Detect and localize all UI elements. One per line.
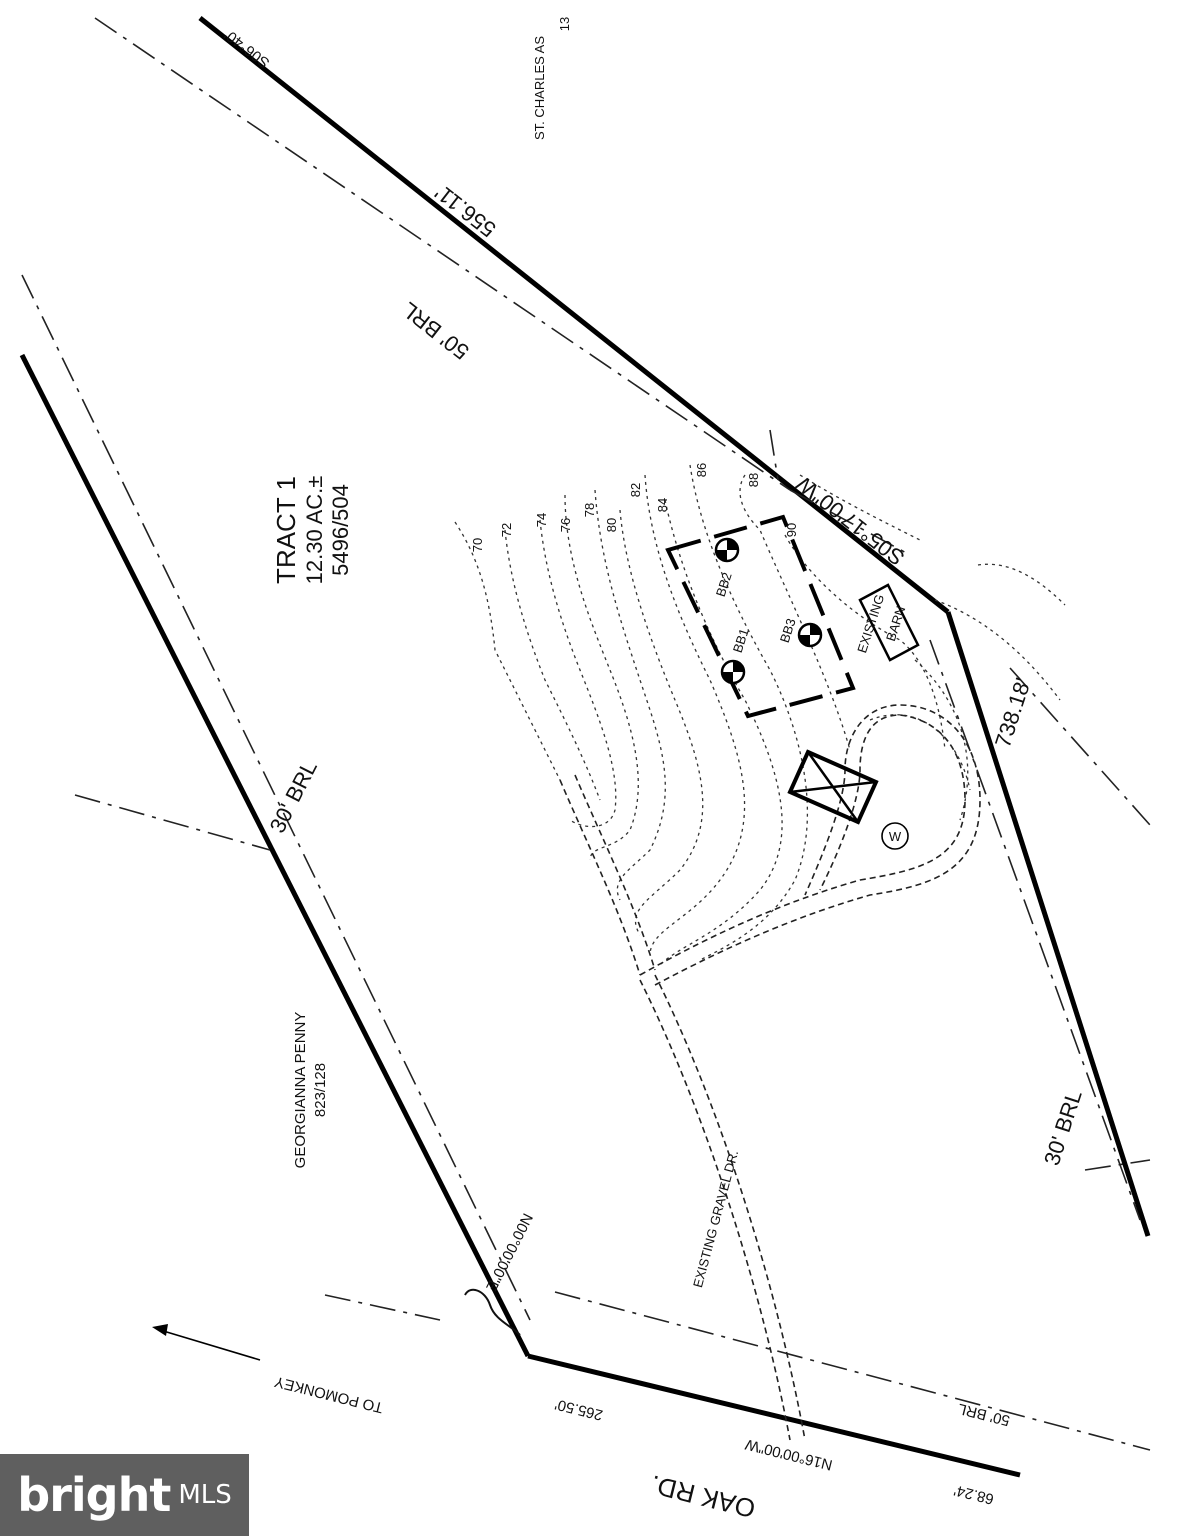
neighbor-top-number: 13: [557, 17, 572, 31]
contour-label-72: 72: [499, 523, 514, 537]
contour-label-86: 86: [694, 463, 709, 477]
existing-barn: [858, 583, 920, 662]
road-direction-label: TO POMONKEY: [273, 1373, 385, 1416]
gravel-driveway: [559, 704, 981, 1441]
boring-bb1-label: BB1: [730, 627, 752, 655]
brl-left-line: [21, 274, 531, 1321]
parcel-line-right: [1009, 667, 1151, 826]
neighbor-left-owner: GEORGIANNA PENNY: [292, 1012, 309, 1169]
well-label: W: [889, 829, 902, 844]
contour-70: [454, 521, 561, 781]
terrain-line-5: [869, 714, 971, 791]
bottom-brl-label: 50' BRL: [956, 1400, 1011, 1429]
terrain-line-2: [977, 563, 1066, 606]
boring-bb3-label: BB3: [777, 617, 799, 645]
driveway-edge-1: [639, 979, 791, 1441]
top-brl-label: 50' BRL: [397, 297, 474, 364]
contour-88: [739, 474, 851, 751]
left-bearing: N00°00'00"E: [482, 1210, 536, 1294]
boundary-top: [198, 16, 950, 614]
well-icon: [881, 822, 909, 850]
contour-86: [689, 464, 809, 961]
contour-label-74: 74: [534, 513, 549, 527]
boundary-left: [19, 353, 531, 1358]
driveway-branch-1: [559, 779, 641, 976]
bottom-distance: 265.50': [553, 1395, 605, 1423]
contour-label-84: 84: [655, 498, 670, 512]
boring-bb2-label: BB2: [713, 571, 735, 599]
property-boundary: [19, 16, 1151, 1478]
right-bearing: S05°17'00"W: [791, 471, 909, 571]
neighbor-left-deed-ref: 823/128: [312, 1063, 329, 1117]
brl-bottom-line: [554, 1291, 1151, 1451]
building-restriction-lines: [21, 17, 1151, 1451]
contour-74: [539, 519, 617, 828]
left-brl-label: 30' BRL: [265, 756, 323, 836]
terrain-line-4: [914, 659, 969, 821]
contour-label-80: 80: [604, 518, 619, 532]
contour-lines: [454, 464, 946, 966]
driveway-loop-inner: [654, 704, 981, 986]
terrain-lines: [799, 474, 1066, 821]
contour-80: [619, 509, 704, 936]
contour-84: [659, 499, 783, 966]
driveway-loop-outer: [639, 714, 966, 976]
contour-label-88: 88: [746, 473, 761, 487]
barn-outline: [858, 583, 920, 662]
bottom-bearing: N16°00'00"W: [743, 1435, 835, 1473]
right-brl-label: 30' BRL: [1039, 1087, 1087, 1169]
contour-label-76: 76: [558, 518, 573, 532]
contour-78: [594, 489, 666, 901]
boundary-bottom: [527, 1353, 1021, 1478]
parcel-line-left: [74, 794, 271, 851]
tract-deed-ref: 5496/504: [328, 484, 353, 576]
brl-top-line-ext: [789, 489, 911, 556]
contour-label-82: 82: [628, 483, 643, 497]
watermark-sub-text: MLS: [178, 1480, 232, 1510]
contour-label-90: 90: [784, 523, 799, 537]
barn-label-line2: BARN: [883, 604, 908, 643]
terrain-line-3: [934, 599, 1061, 701]
parcel-line-right-bottom: [1084, 1159, 1151, 1171]
terrain-line-1: [799, 474, 921, 541]
parcel-line-top-stub: [769, 429, 779, 481]
driveway-label: EXISTING GRAVEL DR.: [690, 1149, 741, 1290]
driveway-edge-2: [654, 974, 806, 1441]
tract-area: 12.30 AC.±: [302, 476, 327, 585]
boring-bb3-marker: [797, 622, 823, 648]
contour-72: [504, 529, 601, 801]
boundary-curve: [464, 1288, 521, 1336]
right-distance: 738.18': [990, 675, 1036, 751]
boring-markers: [714, 537, 823, 685]
parcel-line-bottom-left: [324, 1294, 441, 1321]
structure-x-2: [789, 780, 877, 794]
boundary-right: [945, 611, 1151, 1237]
brightmls-watermark: bright MLS: [0, 1454, 249, 1536]
contour-label-70: 70: [470, 538, 485, 552]
boring-bb1-marker: [720, 659, 746, 685]
brl-top-line: [94, 17, 791, 491]
brl-right-line: [929, 639, 1141, 1221]
existing-structure: [787, 749, 879, 825]
road-direction-arrow: [152, 1324, 261, 1361]
road-name: OAK RD.: [647, 1469, 758, 1524]
contour-label-78: 78: [582, 503, 597, 517]
contour-76: [564, 494, 639, 861]
neighbor-top-owner: ST. CHARLES AS: [532, 36, 547, 140]
top-bearing: S06°40': [221, 26, 273, 72]
proposed-house-footprint: [665, 514, 856, 719]
watermark-main-text: bright: [17, 1468, 171, 1522]
bottom-distance-partial: 68.24': [952, 1481, 995, 1507]
tract-title: TRACT 1: [271, 476, 301, 584]
boring-bb2-marker: [714, 537, 740, 563]
